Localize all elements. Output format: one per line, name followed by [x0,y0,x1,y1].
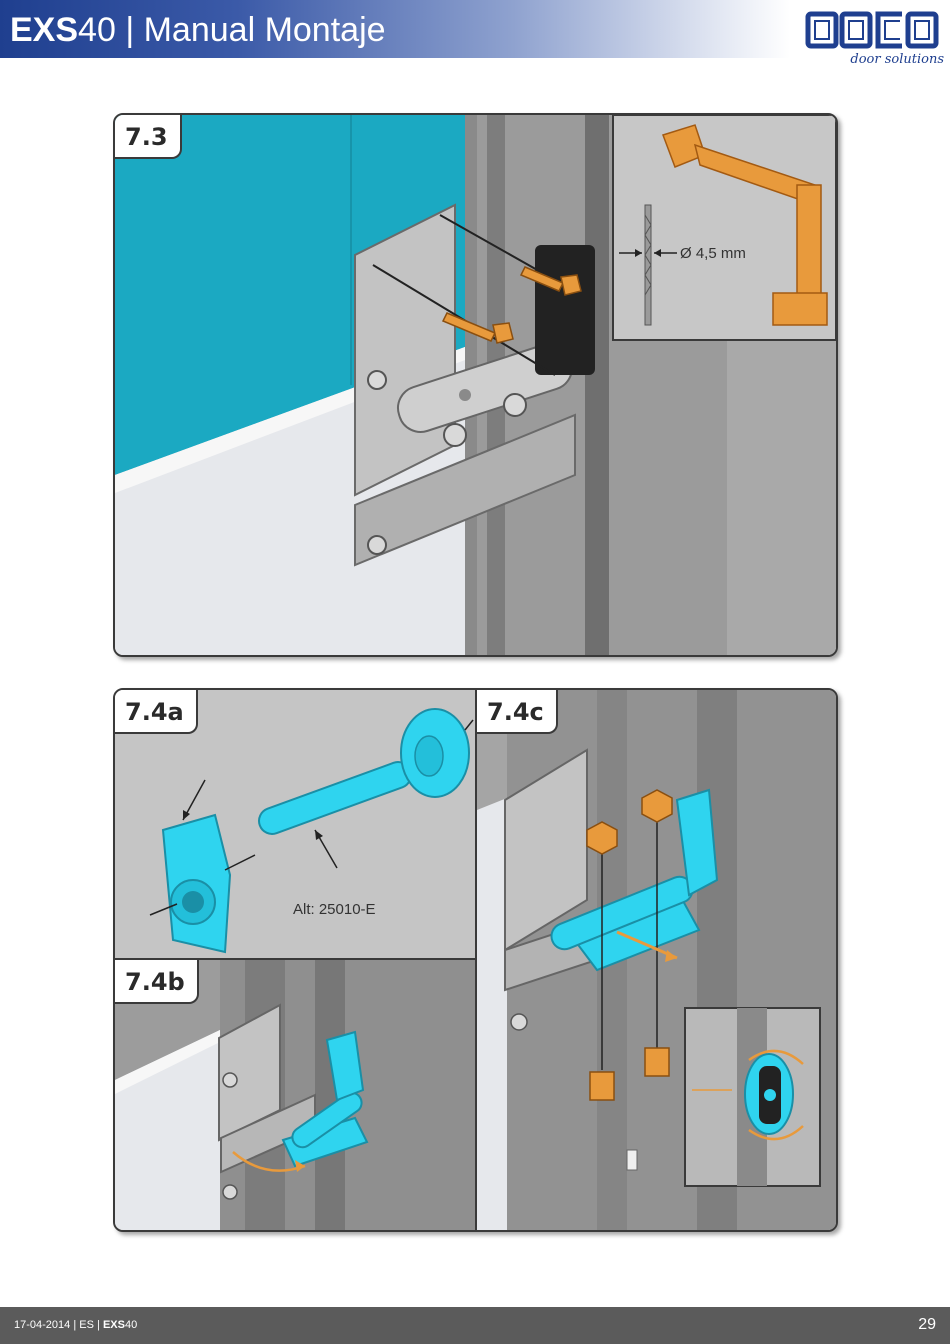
step-label-7-4c: 7.4c [477,690,558,734]
footer-date: 17-04-2014 [14,1319,70,1331]
footer-info: 17-04-2014 | ES | EXS40 [14,1319,137,1331]
hinge-plate [355,205,455,495]
logo-tagline: door solutions [840,52,944,67]
rotation-inset [685,1008,820,1186]
step-7-4-panel: Alt: 25010-E 7.4a 7.4b [113,688,838,1232]
nut-left [587,822,617,854]
step-7-4c-illustration [477,690,838,1232]
step-7-3-panel: Ø 4,5 mm 7.3 [113,113,838,657]
drill-diameter-label: Ø 4,5 mm [680,245,746,262]
step-label-7-4b: 7.4b [115,960,199,1004]
page-number: 29 [918,1316,936,1334]
footer-bar: 17-04-2014 | ES | EXS40 29 [0,1307,950,1344]
nut-right [642,790,672,822]
footer-language: ES [79,1319,94,1331]
bolt-left [590,1072,614,1100]
drill-inset [613,115,836,340]
alternative-part-label: Alt: 25010-E [293,901,376,918]
footer-product-bold: EXS [103,1319,125,1331]
step-7-4c-subpanel: 7.4c [475,688,838,1232]
title-separator: | [116,11,144,49]
document-title: EXS40 | Manual Montaje [10,8,386,52]
bracket-block [535,245,595,375]
step-7-4b-subpanel: 7.4b [113,958,477,1232]
bolt-right [645,1048,669,1076]
footer-product-model: 40 [125,1319,137,1331]
product-model: 40 [78,11,116,49]
footer-separator-2: | [94,1319,103,1331]
product-name-bold: EXS [10,11,78,49]
step-label-7-3: 7.3 [115,115,182,159]
footer-separator: | [70,1319,79,1331]
step-7-4a-subpanel: Alt: 25010-E 7.4a [113,688,477,962]
step-7-3-illustration [115,115,836,655]
step-label-7-4a: 7.4a [115,690,198,734]
manual-title: Manual Montaje [144,11,386,49]
